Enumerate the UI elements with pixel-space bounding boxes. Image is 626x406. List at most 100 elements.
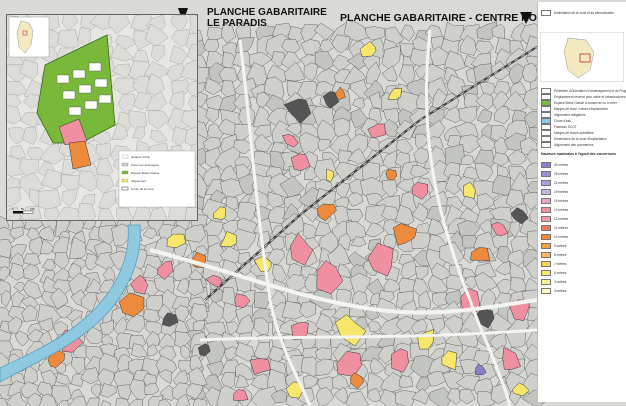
height-zone[interactable] [219, 231, 237, 248]
legend-height-row: 25 mètres [541, 170, 568, 177]
height-zone[interactable] [166, 233, 187, 248]
height-zone[interactable] [130, 274, 148, 295]
parcel [186, 383, 204, 400]
parcel [217, 119, 239, 136]
legend-height-label: 10 mètres [554, 234, 569, 239]
inset-legend-swatch [121, 178, 129, 183]
inset-building [84, 100, 98, 110]
parcel [142, 227, 158, 240]
inset-parcel [169, 45, 188, 66]
legend-locator-map [540, 32, 624, 82]
legend-height-swatch [541, 287, 551, 294]
legend-height-row: 12 mètres [541, 215, 568, 222]
height-zone[interactable] [290, 232, 314, 266]
parcel [22, 279, 43, 300]
main-road-2 [238, 39, 312, 406]
height-zone[interactable] [322, 91, 340, 109]
height-zone[interactable] [234, 293, 251, 308]
height-zone[interactable] [316, 203, 337, 222]
height-zone[interactable] [367, 123, 386, 139]
legend-height-swatch [541, 233, 551, 240]
height-zone[interactable] [393, 223, 417, 246]
height-zone[interactable] [359, 40, 377, 57]
parcel [42, 258, 56, 271]
height-zone[interactable] [290, 153, 311, 172]
legend-item-swatch [541, 9, 551, 16]
parcel [460, 154, 474, 166]
inset-building [62, 90, 76, 100]
height-zone[interactable] [157, 260, 174, 280]
parcel [254, 292, 270, 309]
height-zone[interactable] [162, 312, 179, 327]
legend-item-row: Espace Boisé Classé à conserver ou à cré… [541, 99, 617, 106]
height-zone[interactable] [283, 98, 312, 124]
parcel [99, 319, 114, 335]
parcel [249, 52, 273, 67]
parcel [131, 343, 149, 358]
parcel [411, 388, 429, 405]
height-zone[interactable] [510, 207, 529, 225]
inset-parcel [111, 77, 136, 95]
height-zone[interactable] [411, 181, 428, 200]
parcel [396, 178, 416, 193]
height-zone[interactable] [511, 382, 530, 397]
parcel [429, 46, 449, 67]
parcel [344, 19, 370, 42]
parcel [6, 391, 28, 406]
inset-parcel [23, 93, 43, 109]
legend-height-label: 6 mètres [554, 270, 567, 275]
parcel [39, 393, 57, 406]
inset-legend-swatch [121, 162, 129, 167]
height-zone[interactable] [349, 372, 365, 390]
height-zone[interactable] [233, 389, 249, 401]
legend-item-row: Marges de reculs spécifiées [541, 129, 594, 136]
parcel [284, 61, 306, 82]
height-zone[interactable] [385, 169, 398, 181]
parcel [317, 138, 331, 152]
legend-item-swatch [541, 141, 551, 148]
main-road [149, 248, 538, 315]
parcel [158, 398, 172, 406]
parcel [185, 224, 206, 243]
height-zone[interactable] [391, 348, 409, 373]
parcel [300, 39, 322, 55]
map-legend: Délimitation de la zone et sa dénominati… [537, 2, 626, 402]
height-zone[interactable] [326, 168, 335, 183]
main-road-3 [199, 328, 538, 342]
inset-building [72, 69, 86, 79]
parcel [315, 358, 337, 377]
parcel [346, 208, 364, 223]
height-zone[interactable] [387, 88, 402, 101]
legend-item-label: Dimensions de la zone d'implantation [554, 136, 607, 141]
legend-height-label: 30 mètres [554, 162, 569, 167]
inset-parcel [148, 110, 170, 130]
height-zone[interactable] [470, 247, 491, 262]
legend-height-row: 19 mètres [541, 188, 568, 195]
inset-parcel [61, 188, 79, 208]
parcel [410, 165, 430, 178]
height-zone[interactable] [474, 363, 487, 376]
legend-height-row: 13 mètres [541, 206, 568, 213]
height-zone[interactable] [197, 343, 211, 357]
parcel [400, 260, 420, 281]
inset-locator-marker [22, 30, 28, 36]
parcel [427, 218, 445, 236]
height-zone[interactable] [502, 347, 521, 370]
parcel [179, 344, 191, 360]
height-zone[interactable] [463, 181, 476, 199]
height-zone[interactable] [213, 206, 226, 220]
inset-scale-label-2: 100 [30, 207, 35, 211]
height-zone[interactable] [367, 242, 394, 277]
height-zone[interactable] [316, 260, 344, 295]
parcel [399, 375, 413, 388]
height-zone[interactable] [249, 358, 272, 375]
inset-map-le-paradis[interactable]: Hauteur ICCE Zone non aménagée Espace Bo… [1, 9, 210, 229]
legend-item-label: Faisceau SCOT [554, 124, 577, 129]
height-zone[interactable] [281, 134, 299, 148]
height-zone[interactable] [490, 221, 509, 237]
legend-height-row: 11 mètres [541, 224, 568, 231]
height-zone[interactable] [441, 350, 457, 371]
height-zone[interactable] [118, 292, 145, 318]
inset-scale-bar: 0 50 100 [12, 207, 35, 214]
